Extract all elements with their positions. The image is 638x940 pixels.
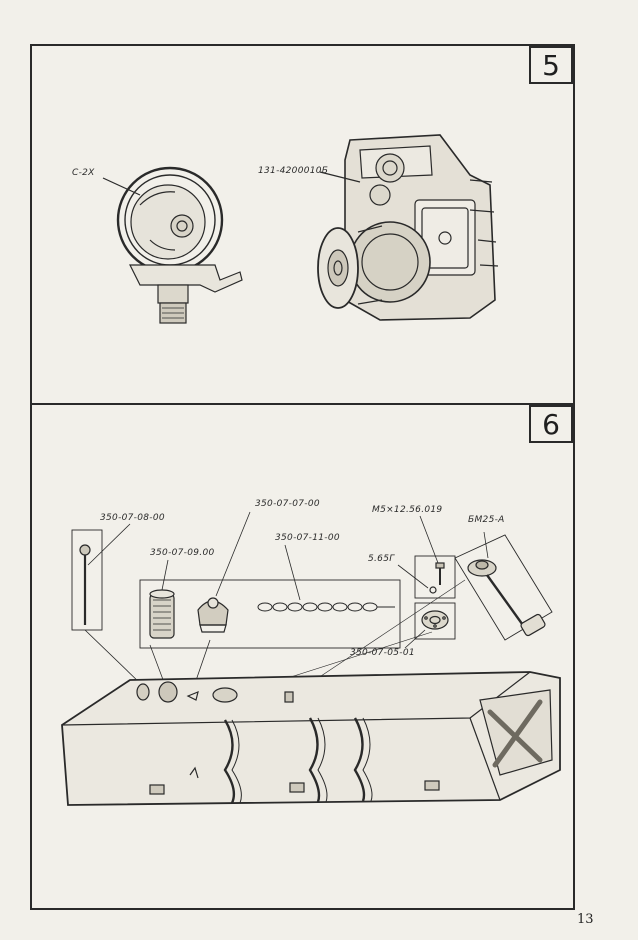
- page-number: 13: [577, 912, 594, 927]
- part-label-gearbox: 131-4200010Б: [258, 166, 329, 176]
- flange-box: [414, 602, 456, 640]
- chain-icon: [257, 602, 395, 612]
- panel-6-number: 6: [529, 405, 573, 443]
- screw-icon: [435, 562, 445, 585]
- gearbox-icon: [317, 134, 499, 321]
- fuel-gauge-icon: [467, 559, 546, 637]
- part-label-filter: 350-07-09.00: [150, 548, 215, 558]
- part-label-filler-cap: 350-07-07-00: [255, 499, 320, 509]
- part-label-headlight: С-2Х: [72, 168, 95, 178]
- dipstick-box: [71, 529, 103, 631]
- panel-5-number: 5: [529, 46, 573, 84]
- fuel-tank-icon: [61, 671, 561, 806]
- part-label-chain: 350-07-11-00: [275, 533, 340, 543]
- page-frame: [30, 44, 575, 910]
- part-label-flange: 350-07-05-01: [350, 648, 415, 658]
- flange-icon: [421, 610, 449, 630]
- filler-cap-icon: [197, 597, 229, 633]
- filter-cap-chain-box: [139, 579, 401, 649]
- headlight-icon: [116, 166, 243, 324]
- part-label-washer: 5.65Г: [368, 554, 395, 564]
- panel-divider: [30, 403, 575, 405]
- filter-icon: [149, 589, 175, 639]
- part-label-dipstick: 350-07-08-00: [100, 513, 165, 523]
- part-label-screw: М5×12.56.019: [372, 505, 443, 515]
- part-label-fuel-gauge: БМ25-А: [468, 515, 505, 525]
- dipstick-icon: [79, 544, 91, 625]
- leader-line: [319, 171, 361, 183]
- fuel-gauge-box: [454, 534, 553, 641]
- leader-line: [102, 177, 141, 196]
- washer-icon: [429, 586, 437, 594]
